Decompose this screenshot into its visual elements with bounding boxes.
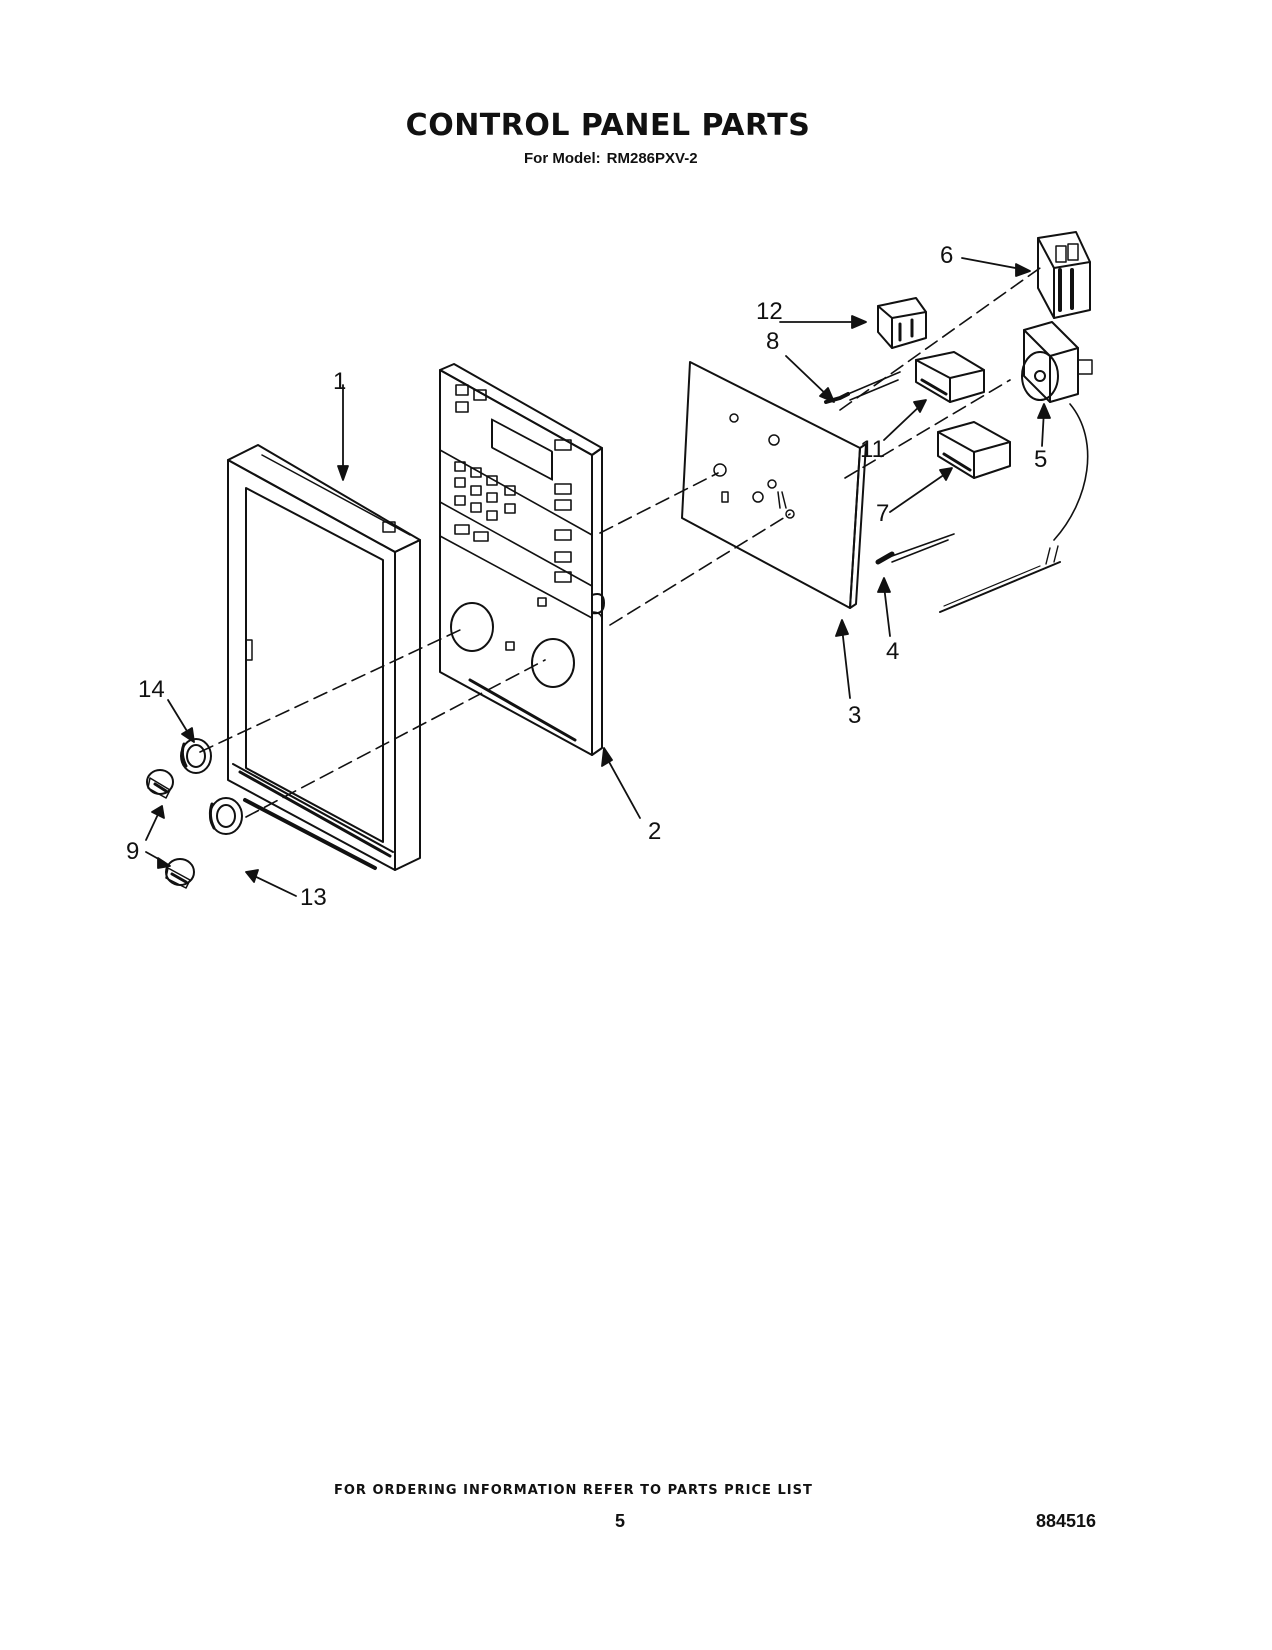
callout-12: 12 xyxy=(756,298,783,325)
title-text: CONTROL PANEL PARTS xyxy=(405,108,811,143)
model-number: RM286PXV-2 xyxy=(606,150,698,167)
part-12-small-relay xyxy=(877,297,927,349)
part-5-timer xyxy=(1021,321,1093,541)
callout-13: 13 xyxy=(300,884,327,911)
callout-8: 8 xyxy=(766,328,780,355)
part-2-keypad-panel xyxy=(439,363,605,756)
callout-1: 1 xyxy=(333,368,347,395)
part-6-relay xyxy=(1037,231,1091,319)
page-number: 5 xyxy=(615,1511,626,1531)
part-11-component xyxy=(915,351,985,403)
part-3-mounting-plate xyxy=(681,361,867,609)
callout-7: 7 xyxy=(876,500,890,527)
wire-lead xyxy=(939,545,1061,613)
model-prefix: For Model: xyxy=(524,150,601,167)
part-4-connector xyxy=(875,533,955,565)
document-number: 884516 xyxy=(1036,1511,1097,1531)
leader-lines xyxy=(199,267,1041,818)
part-8-connector xyxy=(824,371,901,404)
part-9-knob-lower xyxy=(165,858,195,889)
part-7-component xyxy=(937,421,1011,479)
callout-11: 11 xyxy=(860,436,885,463)
callout-2: 2 xyxy=(648,818,662,845)
callout-arrows xyxy=(145,257,1051,897)
part-1-frame xyxy=(227,444,421,871)
part-14-bezel xyxy=(180,738,212,774)
ordering-note: FOR ORDERING INFORMATION REFER TO PARTS … xyxy=(334,1483,813,1498)
callout-4: 4 xyxy=(886,638,900,665)
callout-14: 14 xyxy=(138,676,165,703)
page-title: CONTROL PANEL PARTS xyxy=(0,108,1272,143)
callout-3: 3 xyxy=(848,702,862,729)
part-9-knob-upper xyxy=(146,769,174,799)
callout-6: 6 xyxy=(940,242,954,269)
callout-5: 5 xyxy=(1034,446,1048,473)
model-subtitle: For Model: RM286PXV-2 xyxy=(524,150,698,167)
callout-9: 9 xyxy=(126,838,140,865)
part-13-bezel xyxy=(208,797,243,835)
